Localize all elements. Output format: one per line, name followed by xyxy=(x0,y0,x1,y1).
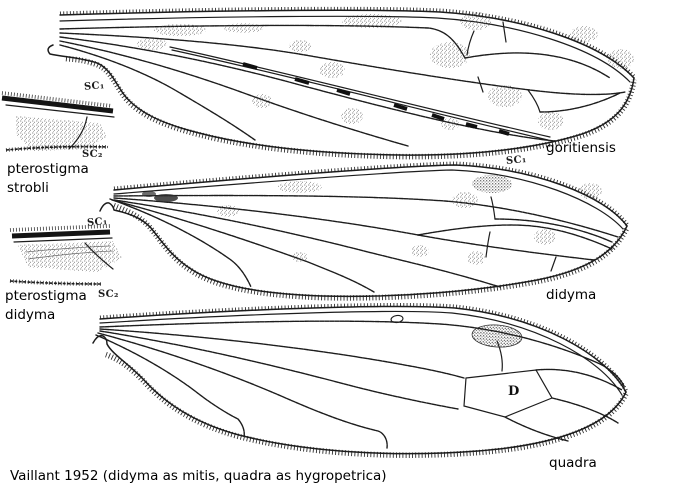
pterostigma-spot xyxy=(471,324,523,348)
discal-cell-letter: D xyxy=(508,384,520,399)
sc1-label-strobli-detail: SC₁ xyxy=(83,80,106,93)
costa xyxy=(113,161,629,226)
wing-margin xyxy=(113,203,630,301)
wing-label-goritiensis: goritiensis xyxy=(546,140,616,156)
pterostigma-didyma-drawing xyxy=(9,224,122,286)
pterostigma-didyma-label: pterostigma didyma xyxy=(5,287,87,325)
discal-cell-outline xyxy=(463,369,553,418)
wing-goritiensis-drawing xyxy=(47,6,637,160)
wing-quadra-drawing xyxy=(92,302,629,458)
sc2-label-strobli-detail: SC₂ xyxy=(82,149,103,160)
costa xyxy=(99,302,628,392)
wing-didyma-drawing xyxy=(99,161,630,301)
subcosta xyxy=(59,24,466,59)
wing-label-didyma: didyma xyxy=(546,287,597,303)
veins xyxy=(59,21,626,147)
pterostigma-didyma-label-line2: didyma xyxy=(5,307,56,323)
pterostigma-strobli-label: pterostigma strobli xyxy=(7,160,89,198)
sc1-label-didyma-detail: SC₁ xyxy=(86,216,109,229)
stipple-spots xyxy=(142,175,602,265)
veins xyxy=(95,314,625,449)
pterostigma-didyma-label-line1: pterostigma xyxy=(5,288,87,304)
sc1-label-didyma-wing: SC₁ xyxy=(505,154,528,167)
vein-dashes xyxy=(242,62,510,136)
wing-label-quadra: quadra xyxy=(549,455,597,471)
pterostigma-strobli-label-line1: pterostigma xyxy=(7,161,89,177)
pterostigma-strobli-label-line2: strobli xyxy=(7,180,49,196)
figure-caption: Vaillant 1952 (didyma as mitis, quadra a… xyxy=(10,468,387,484)
veins xyxy=(109,194,619,293)
stipple-spots xyxy=(137,12,634,130)
sc2-label-didyma-detail: SC₂ xyxy=(98,289,119,300)
pterostigma-strobli-drawing xyxy=(1,91,115,152)
